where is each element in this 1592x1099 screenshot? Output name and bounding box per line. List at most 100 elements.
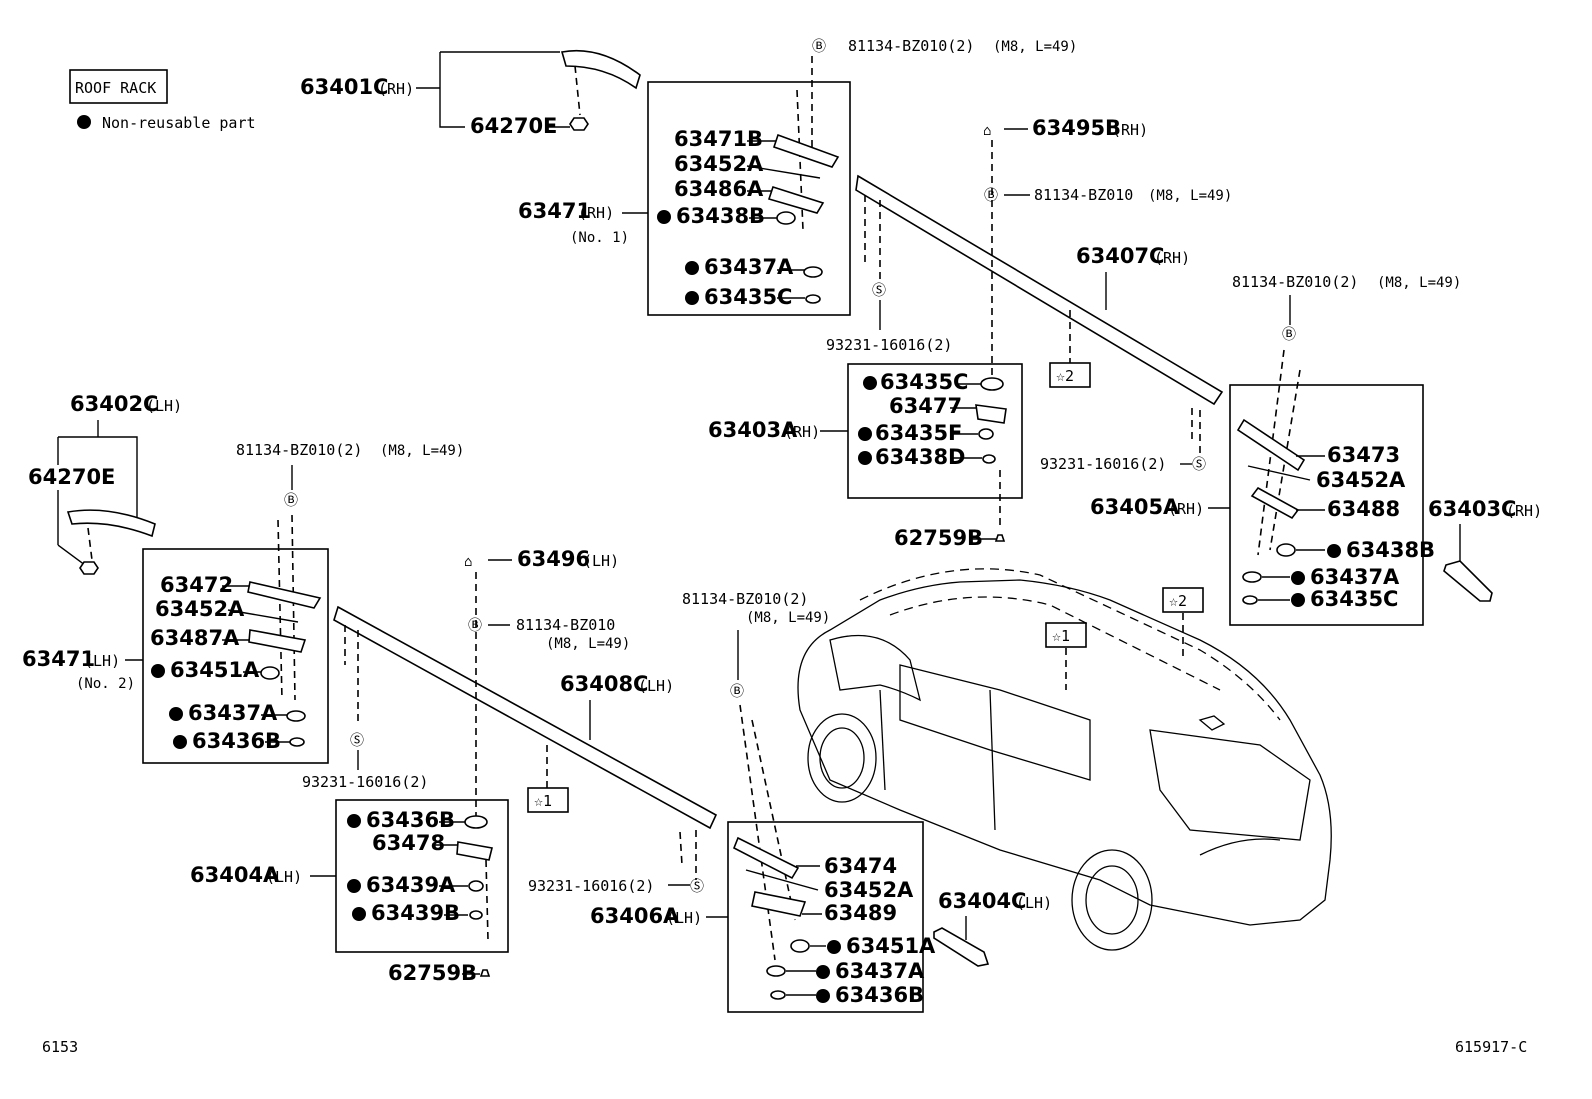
label-63437A-1[interactable]: 63437A bbox=[704, 255, 794, 279]
label-63439B[interactable]: 63439B bbox=[371, 901, 460, 925]
label-63496-side: (LH) bbox=[583, 552, 619, 570]
label-screw-rh2[interactable]: 93231-16016(2) bbox=[1040, 455, 1166, 473]
legend: ROOF RACK Non-reusable part bbox=[69, 69, 256, 132]
label-63452A-1[interactable]: 63452A bbox=[674, 152, 764, 176]
label-screw-lh2[interactable]: 93231-16016(2) bbox=[528, 877, 654, 895]
label-63404C[interactable]: 63404C bbox=[938, 889, 1026, 913]
label-63452A-3[interactable]: 63452A bbox=[155, 597, 245, 621]
bolt-marker-icon: Ⓑ bbox=[812, 39, 826, 55]
label-63404A[interactable]: 63404A bbox=[190, 863, 280, 887]
star2-label: ☆2 bbox=[1056, 367, 1074, 385]
label-63405A-side: (RH) bbox=[1168, 500, 1204, 518]
legend-title-box bbox=[69, 69, 168, 104]
label-63495B-side: (RH) bbox=[1112, 121, 1148, 139]
label-63495B[interactable]: 63495B bbox=[1032, 116, 1121, 140]
label-63436B-2[interactable]: 63436B bbox=[366, 808, 455, 832]
label-63471-lh-side: (LH) bbox=[84, 652, 120, 670]
label-63437A-4[interactable]: 63437A bbox=[835, 959, 925, 983]
label-63403C[interactable]: 63403C bbox=[1428, 497, 1516, 521]
group-63408C: ⌂ 63496 (LH) Ⓑ 81134-BZ010 (M8, L=49) Ⓢ … bbox=[302, 547, 718, 895]
label-63451A-2[interactable]: 63451A bbox=[846, 934, 936, 958]
label-63404C-side: (LH) bbox=[1016, 894, 1052, 912]
label-bolt-lh-mid[interactable]: 81134-BZ010 bbox=[516, 616, 615, 634]
label-63438D[interactable]: 63438D bbox=[875, 445, 966, 469]
label-63405A[interactable]: 63405A bbox=[1090, 495, 1180, 519]
label-bolt-bottom[interactable]: 81134-BZ010(2) bbox=[682, 590, 808, 608]
label-63474[interactable]: 63474 bbox=[824, 854, 897, 878]
label-63436B-3[interactable]: 63436B bbox=[835, 983, 924, 1007]
label-64270E-b[interactable]: 64270E bbox=[28, 465, 115, 489]
group-63403A: 63435C 63477 63435F 63438D 63403A (RH) 6… bbox=[708, 363, 1023, 550]
label-bolt-mid-spec: (M8, L=49) bbox=[1148, 188, 1232, 204]
label-63435C-2[interactable]: 63435C bbox=[880, 370, 968, 394]
label-63435C-3[interactable]: 63435C bbox=[1310, 587, 1398, 611]
footer-left-code: 6153 bbox=[42, 1038, 78, 1056]
label-bolt-lh-mid-spec: (M8, L=49) bbox=[546, 636, 630, 652]
grommet-62759B-icon bbox=[994, 534, 1006, 542]
label-63438B-2[interactable]: 63438B bbox=[1346, 538, 1435, 562]
label-63437A-3[interactable]: 63437A bbox=[188, 701, 278, 725]
star1-label: ☆1 bbox=[534, 792, 552, 810]
bracket-63472-icon bbox=[247, 581, 322, 609]
label-63471-rh[interactable]: 63471 bbox=[518, 199, 591, 223]
label-63488[interactable]: 63488 bbox=[1327, 497, 1400, 521]
star1-label-car: ☆1 bbox=[1052, 627, 1070, 645]
vehicle-front-wheel bbox=[807, 713, 877, 803]
label-63435F[interactable]: 63435F bbox=[875, 421, 962, 445]
nut-63438B-icon bbox=[776, 211, 796, 225]
label-64270E-a[interactable]: 64270E bbox=[470, 114, 557, 138]
group-63402C: 63402C (LH) 64270E bbox=[28, 392, 182, 575]
label-63436B-1[interactable]: 63436B bbox=[192, 729, 281, 753]
label-bolt-mid[interactable]: 81134-BZ010 bbox=[1034, 186, 1133, 204]
label-63437A-2[interactable]: 63437A bbox=[1310, 565, 1400, 589]
roof-rail-lh-icon bbox=[333, 605, 718, 830]
label-63471B[interactable]: 63471B bbox=[674, 127, 763, 151]
cover-63478-icon bbox=[456, 841, 493, 861]
label-63438B-1[interactable]: 63438B bbox=[676, 204, 765, 228]
label-63401C[interactable]: 63401C bbox=[300, 75, 388, 99]
label-63452A-2[interactable]: 63452A bbox=[1316, 468, 1406, 492]
label-screw-rh1[interactable]: 93231-16016(2) bbox=[826, 336, 952, 354]
label-63407C[interactable]: 63407C bbox=[1076, 244, 1164, 268]
label-62759B-1[interactable]: 62759B bbox=[894, 526, 983, 550]
label-bolt-right[interactable]: 81134-BZ010(2) bbox=[1232, 273, 1358, 291]
label-63439A[interactable]: 63439A bbox=[366, 873, 456, 897]
label-63406A[interactable]: 63406A bbox=[590, 904, 680, 928]
label-screw-lh1[interactable]: 93231-16016(2) bbox=[302, 773, 428, 791]
label-63402C[interactable]: 63402C bbox=[70, 392, 158, 416]
label-63496[interactable]: 63496 bbox=[517, 547, 590, 571]
label-62759B-2[interactable]: 62759B bbox=[388, 961, 477, 985]
vehicle-side-windows bbox=[899, 664, 1091, 781]
label-63477[interactable]: 63477 bbox=[889, 394, 962, 418]
label-63471-lh-no: (No. 2) bbox=[76, 676, 135, 692]
vehicle-illustration: ☆1 ☆2 bbox=[797, 568, 1332, 951]
non-reusable-bullet-icon bbox=[77, 115, 91, 129]
label-bolt-left[interactable]: 81134-BZ010(2) bbox=[236, 441, 362, 459]
label-63451A-1[interactable]: 63451A bbox=[170, 658, 260, 682]
svg-text:⌂: ⌂ bbox=[464, 554, 472, 570]
label-63403C-side: (RH) bbox=[1506, 502, 1542, 520]
screw-marker-icon: Ⓢ bbox=[1192, 457, 1206, 473]
star2-label-car: ☆2 bbox=[1169, 592, 1187, 610]
label-bolt-top1[interactable]: 81134-BZ010(2) bbox=[848, 37, 974, 55]
label-63471-lh[interactable]: 63471 bbox=[22, 647, 95, 671]
box-63405A bbox=[1229, 384, 1424, 626]
label-63403A[interactable]: 63403A bbox=[708, 418, 798, 442]
label-63478[interactable]: 63478 bbox=[372, 831, 445, 855]
label-63489[interactable]: 63489 bbox=[824, 901, 897, 925]
label-63435C-1[interactable]: 63435C bbox=[704, 285, 792, 309]
roof-rail-rh-icon bbox=[855, 174, 1224, 406]
label-63473[interactable]: 63473 bbox=[1327, 443, 1400, 467]
label-bolt-left-spec: (M8, L=49) bbox=[380, 443, 464, 459]
label-63403A-side: (RH) bbox=[784, 423, 820, 441]
group-63471-rh: Ⓑ 81134-BZ010(2) (M8, L=49) 63471B 63452… bbox=[518, 37, 1077, 316]
label-63452A-4[interactable]: 63452A bbox=[824, 878, 914, 902]
plate-63488-icon bbox=[1250, 486, 1300, 520]
box-63471-rh bbox=[647, 81, 851, 316]
label-63487A[interactable]: 63487A bbox=[150, 626, 240, 650]
label-63472[interactable]: 63472 bbox=[160, 573, 233, 597]
label-63408C[interactable]: 63408C bbox=[560, 672, 648, 696]
label-63486A[interactable]: 63486A bbox=[674, 177, 764, 201]
bolt-marker-icon: Ⓑ bbox=[284, 493, 298, 509]
